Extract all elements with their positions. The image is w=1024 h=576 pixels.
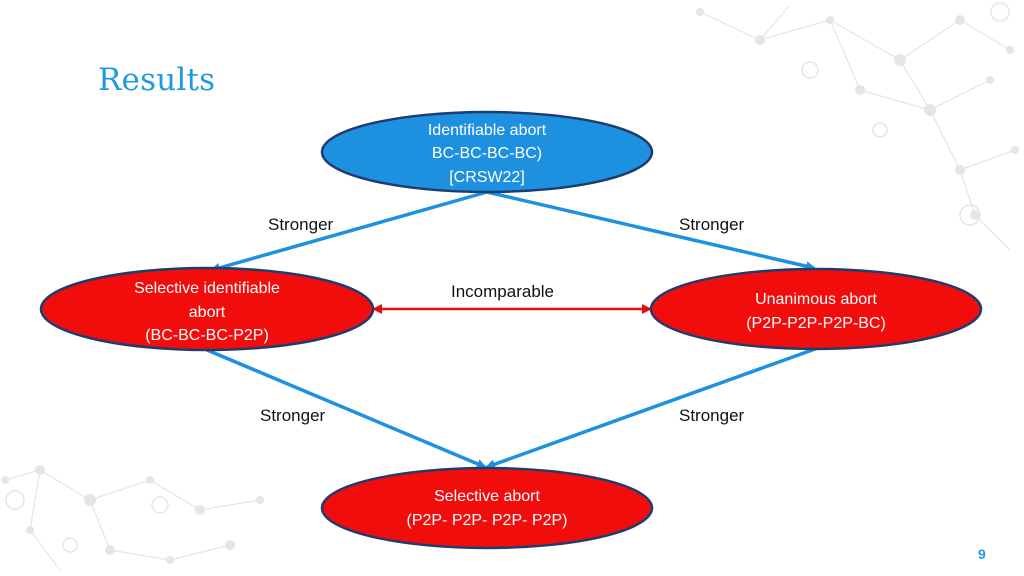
- edge-top-to-left: [210, 190, 488, 273]
- node-left-line-2: abort: [189, 304, 226, 321]
- node-top-line-2: BC-BC-BC-BC): [432, 145, 542, 162]
- edge-label-top-left: Stronger: [268, 215, 334, 234]
- node-selective-abort: Selective abort (P2P- P2P- P2P- P2P): [320, 466, 654, 550]
- node-unanimous-abort: Unanimous abort (P2P-P2P-P2P-BC): [649, 267, 983, 351]
- node-right-line-2: (P2P-P2P-P2P-BC): [746, 315, 886, 332]
- edge-label-incomparable: Incomparable: [451, 282, 554, 301]
- node-bottom-line-1: Selective abort: [434, 488, 540, 505]
- edge-right-to-bottom: [485, 347, 816, 469]
- node-identifiable-abort: Identifiable abort BC-BC-BC-BC) [CRSW22]: [320, 110, 654, 194]
- slide-title: Results: [98, 62, 216, 98]
- node-top-line-3: [CRSW22]: [449, 169, 525, 186]
- node-selective-identifiable-abort: Selective identifiable abort (BC-BC-BC-P…: [39, 266, 375, 352]
- node-left-line-3: (BC-BC-BC-P2P): [145, 327, 269, 344]
- edge-label-top-right: Stronger: [679, 215, 745, 234]
- node-right-line-1: Unanimous abort: [755, 291, 877, 308]
- edge-label-right-bottom: Stronger: [679, 406, 745, 425]
- node-top-line-1: Identifiable abort: [428, 122, 547, 139]
- edge-label-left-bottom: Stronger: [260, 406, 326, 425]
- edge-left-to-bottom: [206, 348, 487, 469]
- node-left-line-1: Selective identifiable: [134, 280, 280, 297]
- page-number: 9: [978, 546, 986, 562]
- node-bottom-line-2: (P2P- P2P- P2P- P2P): [407, 512, 568, 529]
- edge-top-to-right: [486, 190, 816, 272]
